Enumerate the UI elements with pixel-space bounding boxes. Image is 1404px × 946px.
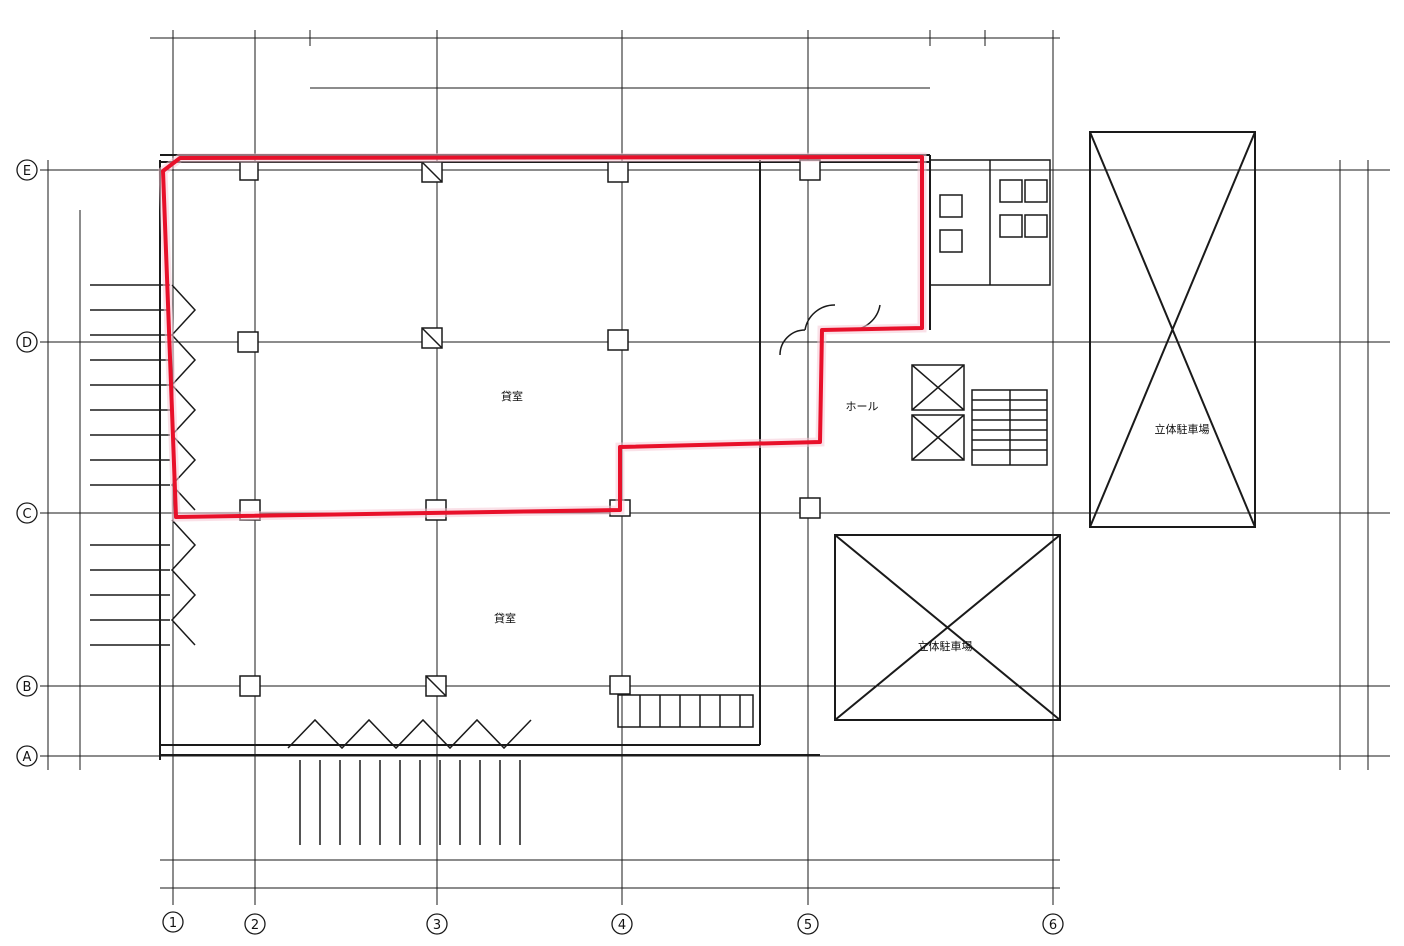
svg-text:B: B: [23, 680, 32, 695]
highlighted-rental-area-outline: [161, 155, 924, 519]
column-axis-1: 1: [162, 911, 184, 933]
room-label-hall: ホール: [846, 400, 879, 413]
column-axis-bubbles: 1 2 3 4 5 6: [162, 911, 1064, 935]
column-axis-6: 6: [1042, 913, 1064, 935]
row-axis-d: D: [16, 331, 38, 353]
svg-text:6: 6: [1049, 918, 1057, 933]
parking-tower-right: [1089, 131, 1256, 528]
svg-text:E: E: [23, 164, 31, 179]
parking-tower-lower: [834, 534, 1061, 721]
service-core: [617, 159, 1051, 728]
structural-columns: [237, 159, 821, 697]
svg-text:C: C: [22, 507, 31, 522]
room-label-parking-lower: 立体駐車場: [918, 639, 973, 653]
column-axis-3: 3: [426, 913, 448, 935]
svg-text:5: 5: [804, 918, 812, 933]
svg-text:3: 3: [433, 918, 441, 933]
column-axis-5: 5: [797, 913, 819, 935]
room-label-lower-rental: 貸室: [494, 611, 516, 625]
column-axis-2: 2: [244, 913, 266, 935]
row-axis-a: A: [16, 745, 38, 767]
svg-text:4: 4: [618, 918, 626, 933]
room-label-parking-right: 立体駐車場: [1155, 422, 1210, 436]
svg-text:1: 1: [169, 916, 177, 931]
south-facade-zigzag: [287, 718, 532, 845]
west-facade-zigzag: [90, 284, 197, 646]
row-axis-bubbles: E D C B A: [16, 159, 38, 767]
svg-text:A: A: [23, 750, 32, 765]
row-axis-c: C: [16, 502, 38, 524]
row-axis-b: B: [16, 675, 38, 697]
svg-text:D: D: [22, 336, 32, 351]
column-axis-4: 4: [611, 913, 633, 935]
dimension-lines: [47, 30, 1369, 889]
row-axis-e: E: [16, 159, 38, 181]
exterior-walls: [159, 154, 931, 760]
svg-text:2: 2: [251, 918, 259, 933]
room-label-main-rental: 貸室: [501, 389, 523, 403]
